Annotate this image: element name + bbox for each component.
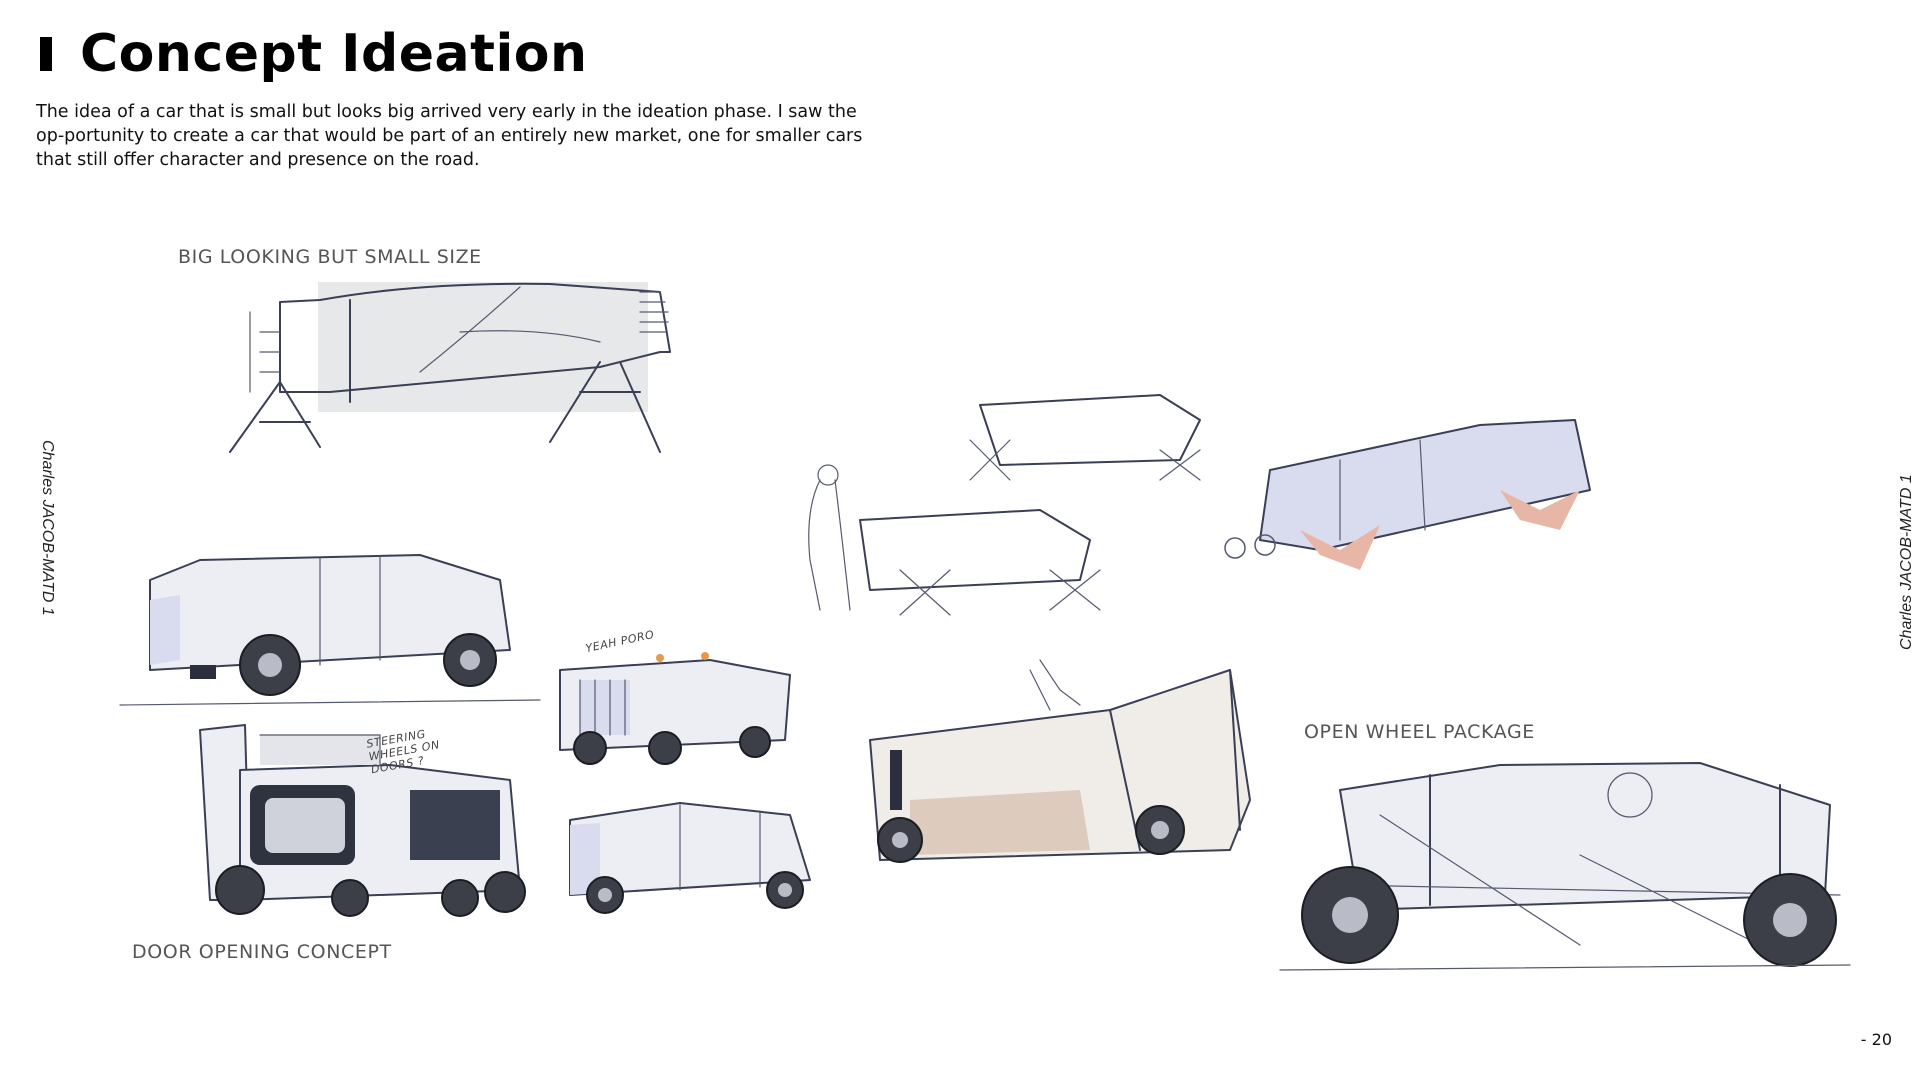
caption-open-wheel: OPEN WHEEL PACKAGE — [1304, 721, 1535, 743]
sketch-box-car-front — [540, 630, 800, 770]
sketch-x-leg-cars — [780, 380, 1600, 630]
sketch-big-looking-car — [220, 272, 680, 462]
side-label-right: Charles JACOB-MATD 1 — [1898, 474, 1915, 650]
sketch-side-van — [119, 540, 541, 710]
intro-paragraph: The idea of a car that is small but look… — [36, 102, 863, 170]
side-label-left: Charles JACOB-MATD 1 — [39, 440, 56, 616]
page-number: - 20 — [1860, 1030, 1892, 1049]
sketch-door-opening-car — [190, 720, 540, 920]
sketch-open-wheel-package — [1279, 745, 1851, 985]
sketch-small-van — [560, 795, 830, 915]
page-title: Concept Ideation — [80, 24, 588, 84]
caption-door-opening: DOOR OPENING CONCEPT — [132, 941, 392, 963]
title-bar-marker — [40, 37, 52, 71]
caption-big-looking: BIG LOOKING BUT SMALL SIZE — [178, 246, 482, 268]
page-header: Concept Ideation — [40, 24, 588, 84]
sketch-tall-pod — [850, 650, 1270, 880]
